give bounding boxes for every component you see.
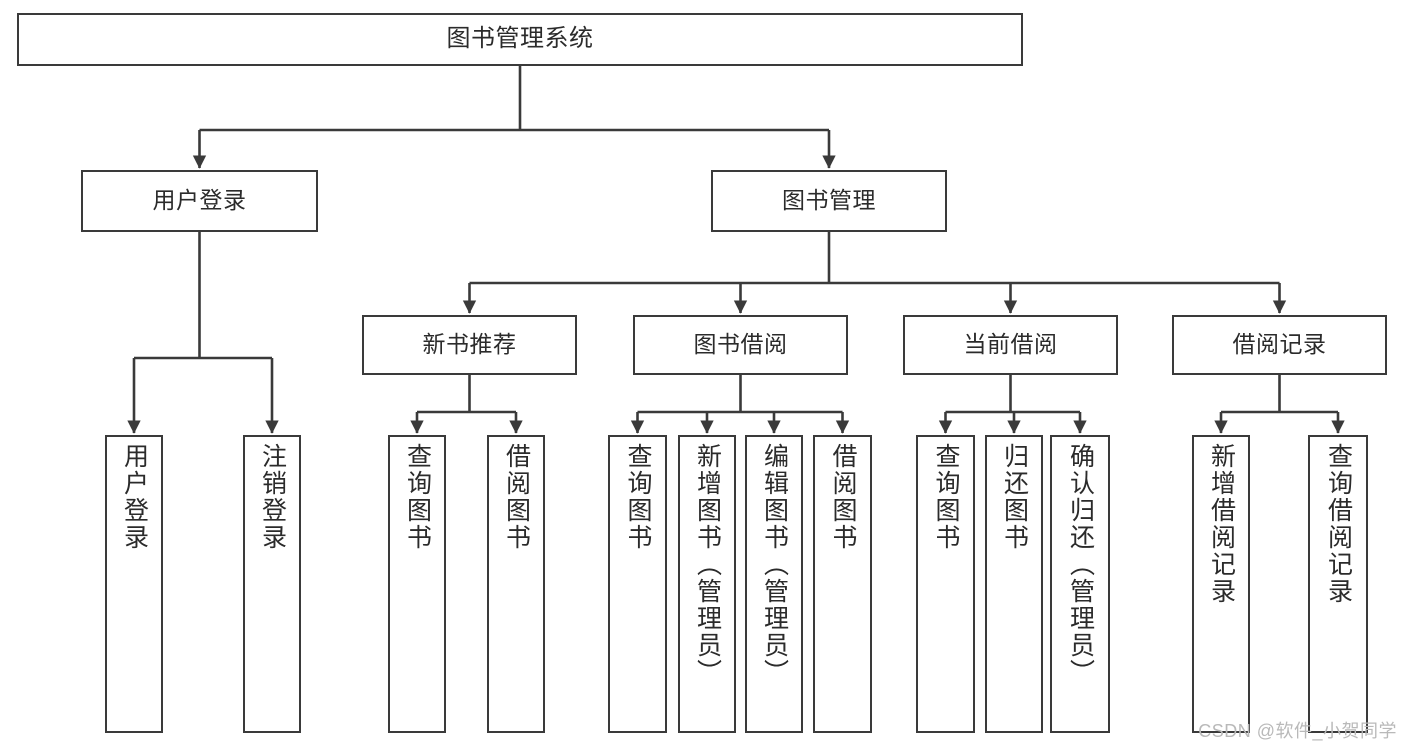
node-leaf5[interactable]: 查询图书 <box>608 435 667 733</box>
node-label: 当前借阅 <box>963 331 1058 358</box>
node-label: 新增图书（管理员） <box>693 443 722 686</box>
node-leaf13[interactable]: 查询借阅记录 <box>1308 435 1368 733</box>
node-label: 图书借阅 <box>693 331 788 358</box>
node-label: 用户登录 <box>120 443 149 551</box>
node-leaf2[interactable]: 注销登录 <box>243 435 301 733</box>
node-label: 注销登录 <box>258 443 287 551</box>
node-borrow[interactable]: 图书借阅 <box>633 315 848 375</box>
node-leaf12[interactable]: 新增借阅记录 <box>1192 435 1250 733</box>
node-login[interactable]: 用户登录 <box>81 170 318 232</box>
node-leaf7[interactable]: 编辑图书（管理员） <box>745 435 803 733</box>
node-root[interactable]: 图书管理系统 <box>17 13 1023 66</box>
node-label: 查询图书 <box>932 443 960 551</box>
node-leaf10[interactable]: 归还图书 <box>985 435 1043 733</box>
node-label: 查询借阅记录 <box>1324 443 1353 605</box>
node-label: 归还图书 <box>1000 443 1029 551</box>
node-leaf1[interactable]: 用户登录 <box>105 435 163 733</box>
node-label: 借阅图书 <box>829 443 857 551</box>
node-leaf4[interactable]: 借阅图书 <box>487 435 545 733</box>
node-label: 确认归还（管理员） <box>1066 443 1095 686</box>
node-label: 借阅记录 <box>1232 331 1327 358</box>
node-leaf3[interactable]: 查询图书 <box>388 435 446 733</box>
node-newbook[interactable]: 新书推荐 <box>362 315 577 375</box>
node-label: 用户登录 <box>152 187 247 214</box>
node-leaf6[interactable]: 新增图书（管理员） <box>678 435 736 733</box>
node-leaf9[interactable]: 查询图书 <box>916 435 975 733</box>
node-current[interactable]: 当前借阅 <box>903 315 1118 375</box>
node-records[interactable]: 借阅记录 <box>1172 315 1387 375</box>
node-label: 新增借阅记录 <box>1207 443 1236 605</box>
node-label: 查询图书 <box>624 443 652 551</box>
node-bookmgmt[interactable]: 图书管理 <box>711 170 947 232</box>
node-leaf8[interactable]: 借阅图书 <box>813 435 872 733</box>
node-label: 新书推荐 <box>422 331 517 358</box>
node-leaf11[interactable]: 确认归还（管理员） <box>1050 435 1110 733</box>
node-label: 图书管理系统 <box>446 25 594 53</box>
node-label: 编辑图书（管理员） <box>760 443 789 686</box>
node-label: 查询图书 <box>403 443 432 551</box>
csdn-watermark: CSDN @软件_小贺同学 <box>1198 721 1397 741</box>
node-label: 借阅图书 <box>502 443 531 551</box>
node-label: 图书管理 <box>782 187 876 214</box>
